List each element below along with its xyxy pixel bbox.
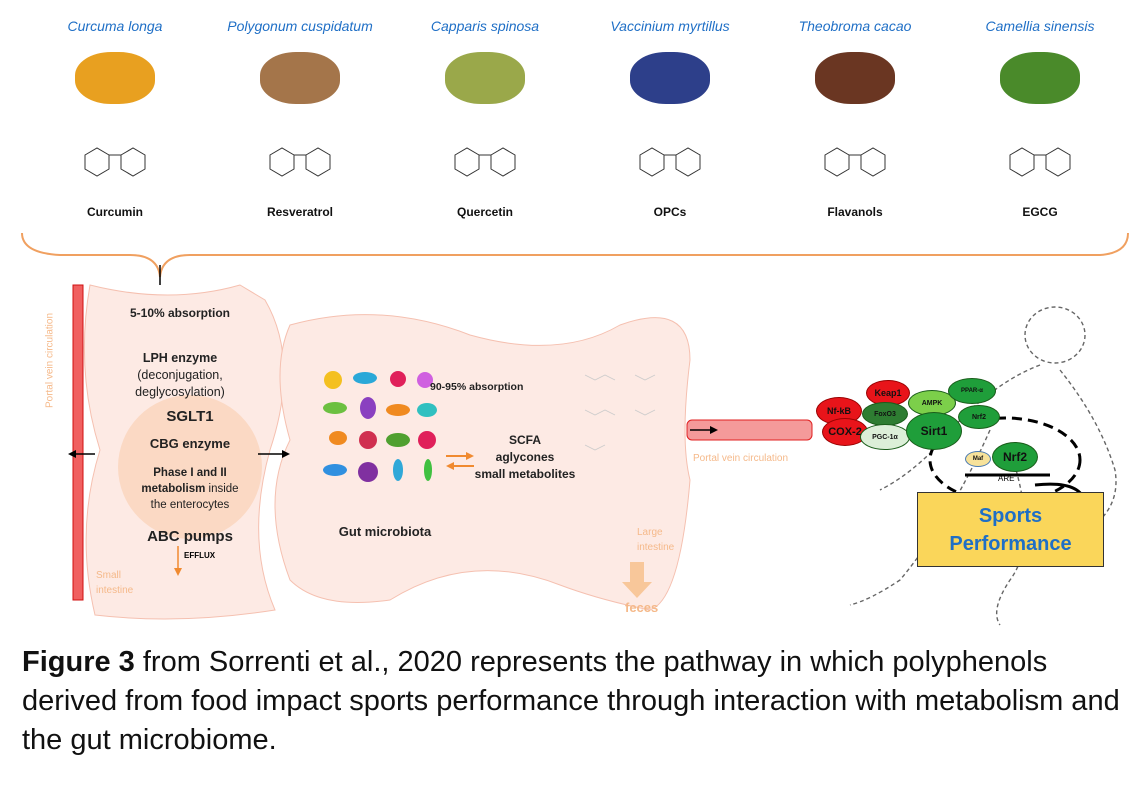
phase-line-3: the enterocytes — [150, 499, 230, 511]
food-image — [260, 52, 340, 104]
chemical-structure-icon — [269, 147, 331, 177]
microbe-icons — [323, 371, 437, 482]
runner-silhouette — [849, 306, 1117, 626]
metabolite-structures — [584, 374, 656, 451]
lph-enzyme: LPH enzyme — [142, 351, 218, 365]
feces-arrow — [622, 562, 652, 598]
compound-name: EGCG — [1022, 205, 1058, 219]
pathway-diagram — [68, 284, 1117, 626]
small-metabolites: small metabolites — [474, 467, 576, 481]
efflux-label: EFFLUX — [184, 551, 216, 560]
compound-name: Quercetin — [456, 205, 513, 219]
protein-sirt1: Sirt1 — [906, 412, 962, 450]
protein-foxo3: FoxO3 — [862, 402, 908, 426]
feces-label: feces — [625, 600, 659, 615]
caption-figure-label: Figure 3 — [22, 646, 135, 678]
food-image — [1000, 52, 1080, 104]
large-intestine-shape — [274, 314, 691, 611]
caption-text: from Sorrenti et al., 2020 represents th… — [22, 646, 1120, 756]
aglycones: aglycones — [495, 450, 555, 464]
are-label: ARE — [998, 474, 1015, 483]
abc-pumps: ABC pumps — [147, 528, 233, 545]
food-image — [445, 52, 525, 104]
chemical-structure-icon — [84, 147, 146, 177]
chemical-structure-icon — [1009, 147, 1071, 177]
absorption-large: 90-95% absorption — [430, 381, 524, 393]
compound-name: Resveratrol — [266, 205, 334, 219]
species-name: Polygonum cuspidatum — [227, 18, 373, 34]
large-intestine-label-2: intestine — [637, 542, 675, 553]
lph-enzyme-block: LPH enzyme (deconjugation, deglycosylati… — [110, 350, 250, 401]
protein-maf: Maf — [965, 451, 991, 467]
protein-nrf2-small: Nrf2 — [958, 405, 1000, 429]
compound-name: Curcumin — [86, 205, 143, 219]
food-image — [630, 52, 710, 104]
species-name: Curcuma longa — [67, 18, 163, 34]
phase-line-2-bold: metabolism — [141, 483, 206, 495]
large-intestine-label-1: Large — [637, 527, 663, 538]
lph-detail-1: (deconjugation, — [137, 368, 223, 382]
phase-metabolism: Phase I and II metabolism inside the ent… — [120, 465, 260, 513]
portal-vein-label-horizontal: Portal vein circulation — [693, 453, 789, 464]
portal-vein-bar — [72, 284, 84, 601]
species-name: Camellia sinensis — [985, 18, 1095, 34]
small-intestine-label-2: intestine — [96, 585, 134, 596]
sglt1: SGLT1 — [166, 408, 214, 425]
compound-name: OPCs — [653, 205, 687, 219]
portal-vein-horizontal — [686, 419, 813, 441]
small-intestine-label: Small intestine — [96, 568, 133, 598]
chemical-structure-icon — [824, 147, 886, 177]
phase-line-1: Phase I and II — [153, 467, 227, 479]
protein-nrf2: Nrf2 — [992, 442, 1038, 472]
gut-microbiota-label: Gut microbiota — [338, 524, 432, 539]
enterocyte-circle — [118, 395, 262, 539]
large-intestine-label: Large intestine — [637, 525, 674, 555]
species-name: Theobroma cacao — [798, 18, 912, 34]
grouping-brace — [21, 232, 1129, 285]
portal-vein-label-vertical: Portal vein circulation — [44, 312, 56, 409]
chemical-structure-icon — [639, 147, 701, 177]
phase-line-2: inside — [205, 483, 239, 495]
small-intestine-label-1: Small — [96, 570, 122, 581]
species-name: Capparis spinosa — [430, 18, 540, 34]
chemical-structure-icon — [454, 147, 516, 177]
outcome-line-1: Sports — [978, 504, 1043, 527]
food-image — [75, 52, 155, 104]
food-image — [815, 52, 895, 104]
figure-caption: Figure 3 from Sorrenti et al., 2020 repr… — [22, 643, 1122, 760]
sports-performance-box: Sports Performance — [917, 492, 1104, 567]
scfa: SCFA — [508, 433, 541, 447]
protein-pgc1a: PGC-1α — [860, 424, 910, 450]
compound-name: Flavanols — [827, 205, 883, 219]
protein-ppara: PPAR-α — [948, 378, 996, 404]
outcome-line-2: Performance — [949, 532, 1072, 555]
lph-detail-2: deglycosylation) — [135, 385, 225, 399]
cbg-enzyme: CBG enzyme — [149, 436, 231, 451]
absorption-small: 5-10% absorption — [129, 306, 231, 320]
metabolites-block: SCFA aglycones small metabolites — [460, 432, 590, 483]
species-name: Vaccinium myrtillus — [610, 18, 730, 34]
